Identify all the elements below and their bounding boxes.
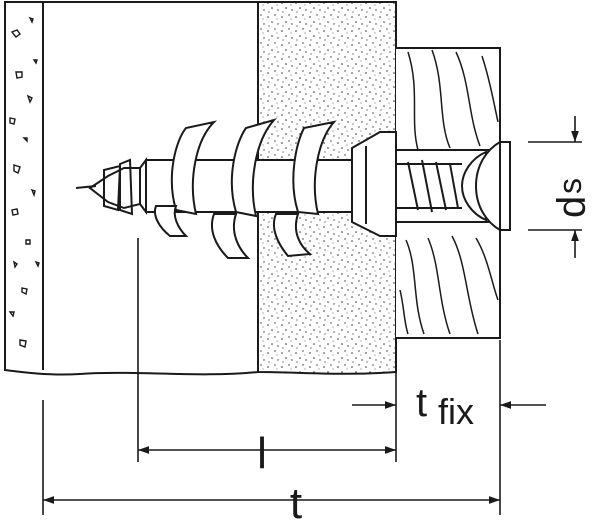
extension-lines xyxy=(42,141,582,515)
label-d-s-sub: s xyxy=(552,178,588,194)
plug-collar xyxy=(351,131,397,237)
label-d-s: d s xyxy=(550,178,594,218)
label-t-fix-main: t xyxy=(416,381,427,425)
label-t-fix: t fix xyxy=(416,381,474,432)
wall-plug xyxy=(75,118,353,259)
wall-edge-texture xyxy=(8,16,40,348)
label-l: l xyxy=(257,429,267,478)
label-t: t xyxy=(290,479,302,528)
dimension-lines xyxy=(43,116,579,504)
label-d-s-main: d xyxy=(550,196,594,218)
screw xyxy=(379,140,511,232)
label-t-fix-sub: fix xyxy=(438,391,474,432)
